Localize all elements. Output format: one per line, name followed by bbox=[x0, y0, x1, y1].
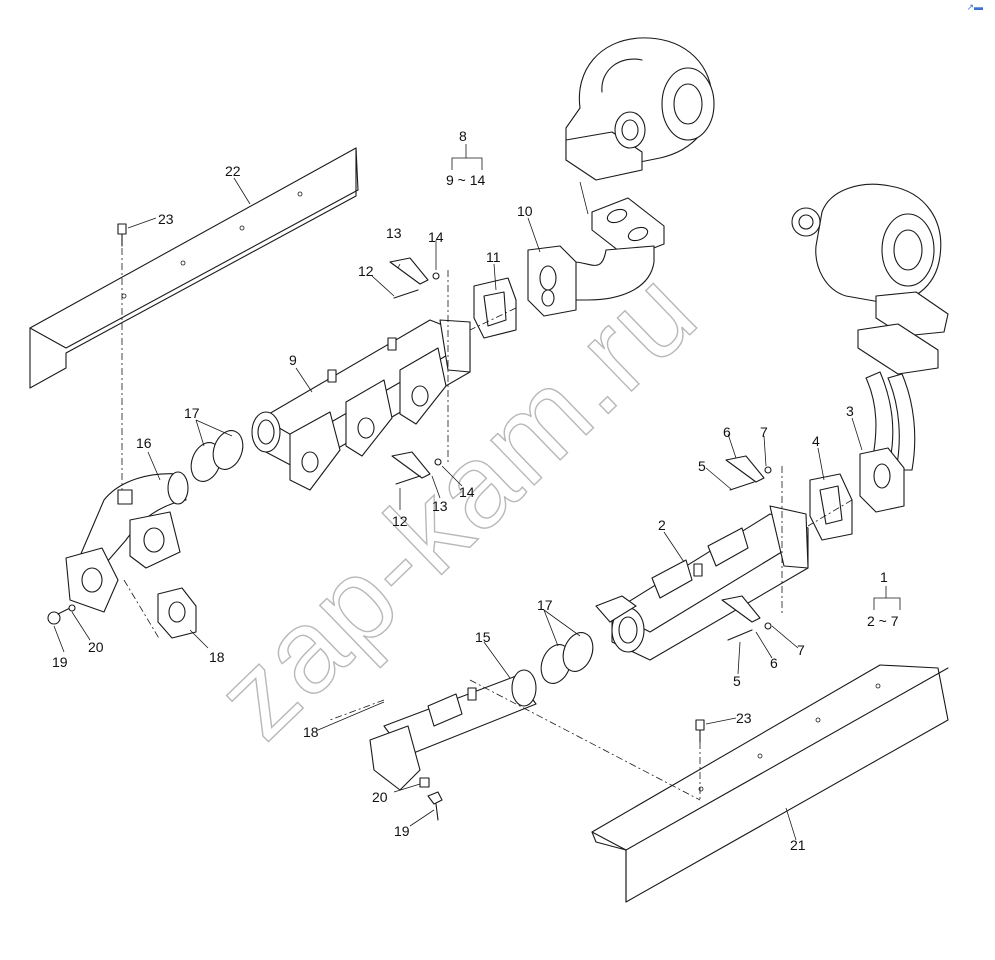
label-1-range: 2 ~ 7 bbox=[867, 613, 899, 629]
label-16: 16 bbox=[136, 435, 152, 451]
callout-labels: 22 23 8 9 ~ 14 10 11 13 14 12 9 17 16 14… bbox=[52, 128, 899, 853]
label-5-lower: 5 bbox=[733, 673, 741, 689]
heat-shield-lower bbox=[591, 664, 949, 903]
label-17-upper: 17 bbox=[184, 405, 200, 421]
exhaust-manifold-2 bbox=[595, 505, 809, 661]
label-6-upper: 6 bbox=[723, 424, 731, 440]
label-18-front: 18 bbox=[209, 649, 225, 665]
bolt-23-lower bbox=[695, 719, 705, 743]
label-10: 10 bbox=[517, 203, 533, 219]
label-9: 9 bbox=[289, 352, 297, 368]
gasket-4 bbox=[809, 473, 853, 541]
o-ring-pair-upper bbox=[190, 430, 244, 482]
bolt-washer-front bbox=[47, 604, 76, 625]
label-8-range: 9 ~ 14 bbox=[446, 172, 486, 188]
label-6-lower: 6 bbox=[770, 655, 778, 671]
label-7-upper: 7 bbox=[760, 424, 768, 440]
bolt-23-upper bbox=[117, 223, 127, 247]
label-20-front: 20 bbox=[88, 639, 104, 655]
label-17-lower: 17 bbox=[537, 597, 553, 613]
turbocharger-lower bbox=[791, 183, 949, 337]
label-13-upper: 13 bbox=[386, 225, 402, 241]
label-20-lower: 20 bbox=[372, 789, 388, 805]
exhaust-elbow-16 bbox=[65, 471, 189, 613]
o-ring-pair-lower bbox=[540, 632, 594, 684]
corner-mark: ↗▬ bbox=[966, 2, 983, 12]
label-8: 8 bbox=[459, 128, 467, 144]
label-14-upper: 14 bbox=[428, 229, 444, 245]
gasket-18-front bbox=[157, 587, 197, 639]
label-11: 11 bbox=[486, 249, 501, 265]
leader-lines bbox=[53, 177, 863, 841]
label-3: 3 bbox=[846, 403, 854, 419]
label-14-lower: 14 bbox=[459, 484, 475, 500]
exhaust-pipe-15 bbox=[369, 669, 537, 791]
exhaust-pipe-3 bbox=[857, 323, 939, 513]
clamp-hardware-13-upper bbox=[389, 257, 440, 299]
group-bracket-8 bbox=[451, 144, 483, 170]
exhaust-manifold-9 bbox=[251, 319, 471, 491]
turbocharger-upper bbox=[565, 37, 715, 181]
label-15: 15 bbox=[475, 629, 491, 645]
label-2: 2 bbox=[658, 517, 666, 533]
label-19-front: 19 bbox=[52, 654, 68, 670]
label-5-upper: 5 bbox=[698, 458, 706, 474]
assembly-centerlines bbox=[121, 248, 853, 801]
label-18-lower: 18 bbox=[303, 724, 319, 740]
label-7-lower: 7 bbox=[797, 642, 805, 658]
exhaust-elbow-10 bbox=[527, 181, 665, 317]
label-22: 22 bbox=[225, 163, 241, 179]
clamp-hardware-6-upper bbox=[725, 455, 772, 491]
label-1: 1 bbox=[880, 569, 888, 585]
bolt-washer-lower bbox=[419, 777, 443, 821]
label-4: 4 bbox=[812, 433, 820, 449]
group-bracket-1 bbox=[873, 586, 901, 610]
label-13-lower: 13 bbox=[432, 498, 448, 514]
heat-shield-upper bbox=[29, 147, 359, 389]
clamp-hardware-6-lower bbox=[721, 595, 772, 641]
gasket-11 bbox=[473, 277, 517, 339]
clamp-hardware-13-lower bbox=[391, 451, 442, 485]
label-23-lower: 23 bbox=[736, 710, 752, 726]
label-19-lower: 19 bbox=[394, 823, 410, 839]
label-12-upper: 12 bbox=[358, 263, 374, 279]
label-12-lower: 12 bbox=[392, 513, 408, 529]
label-23-upper: 23 bbox=[158, 211, 174, 227]
label-21: 21 bbox=[790, 837, 806, 853]
